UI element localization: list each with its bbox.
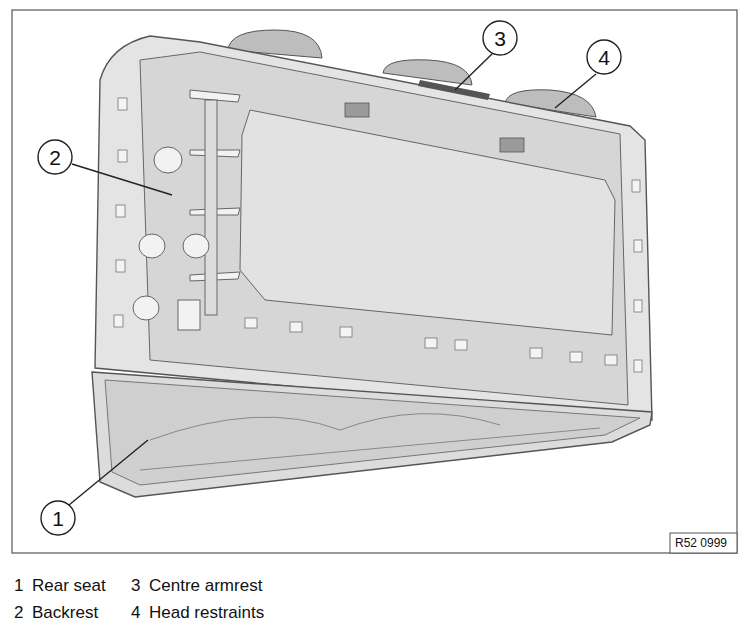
callout-number: 3 — [494, 28, 506, 49]
backrest-ribs — [133, 90, 240, 330]
figure-frame — [12, 10, 737, 553]
seat-ribs — [140, 414, 600, 470]
callout-number: 1 — [52, 508, 64, 529]
legend-number: 1 — [14, 577, 23, 594]
lower-clips — [245, 318, 617, 365]
part-name: Head restraints — [149, 604, 264, 621]
legend-number: 4 — [131, 604, 140, 621]
code-box — [670, 533, 737, 553]
upper-slots — [345, 103, 524, 152]
backrest-inner-panel — [240, 110, 615, 335]
seat-cushion — [92, 372, 652, 497]
part-name: Backrest — [32, 604, 98, 621]
legend-number: 3 — [131, 577, 140, 594]
seat-cushion-pan — [105, 380, 640, 485]
callout-number: 2 — [49, 147, 61, 168]
backrest-shell — [95, 36, 652, 420]
part-name: Rear seat — [32, 577, 106, 594]
legend-number: 2 — [14, 604, 23, 621]
part-name: Centre armrest — [149, 577, 262, 594]
side-clips — [114, 98, 642, 372]
armrest-strip — [418, 80, 490, 100]
callout-number: 4 — [598, 47, 610, 68]
backrest-panel — [140, 52, 628, 405]
callout-circles — [38, 21, 621, 535]
figure-code: R52 0999 — [675, 537, 727, 549]
